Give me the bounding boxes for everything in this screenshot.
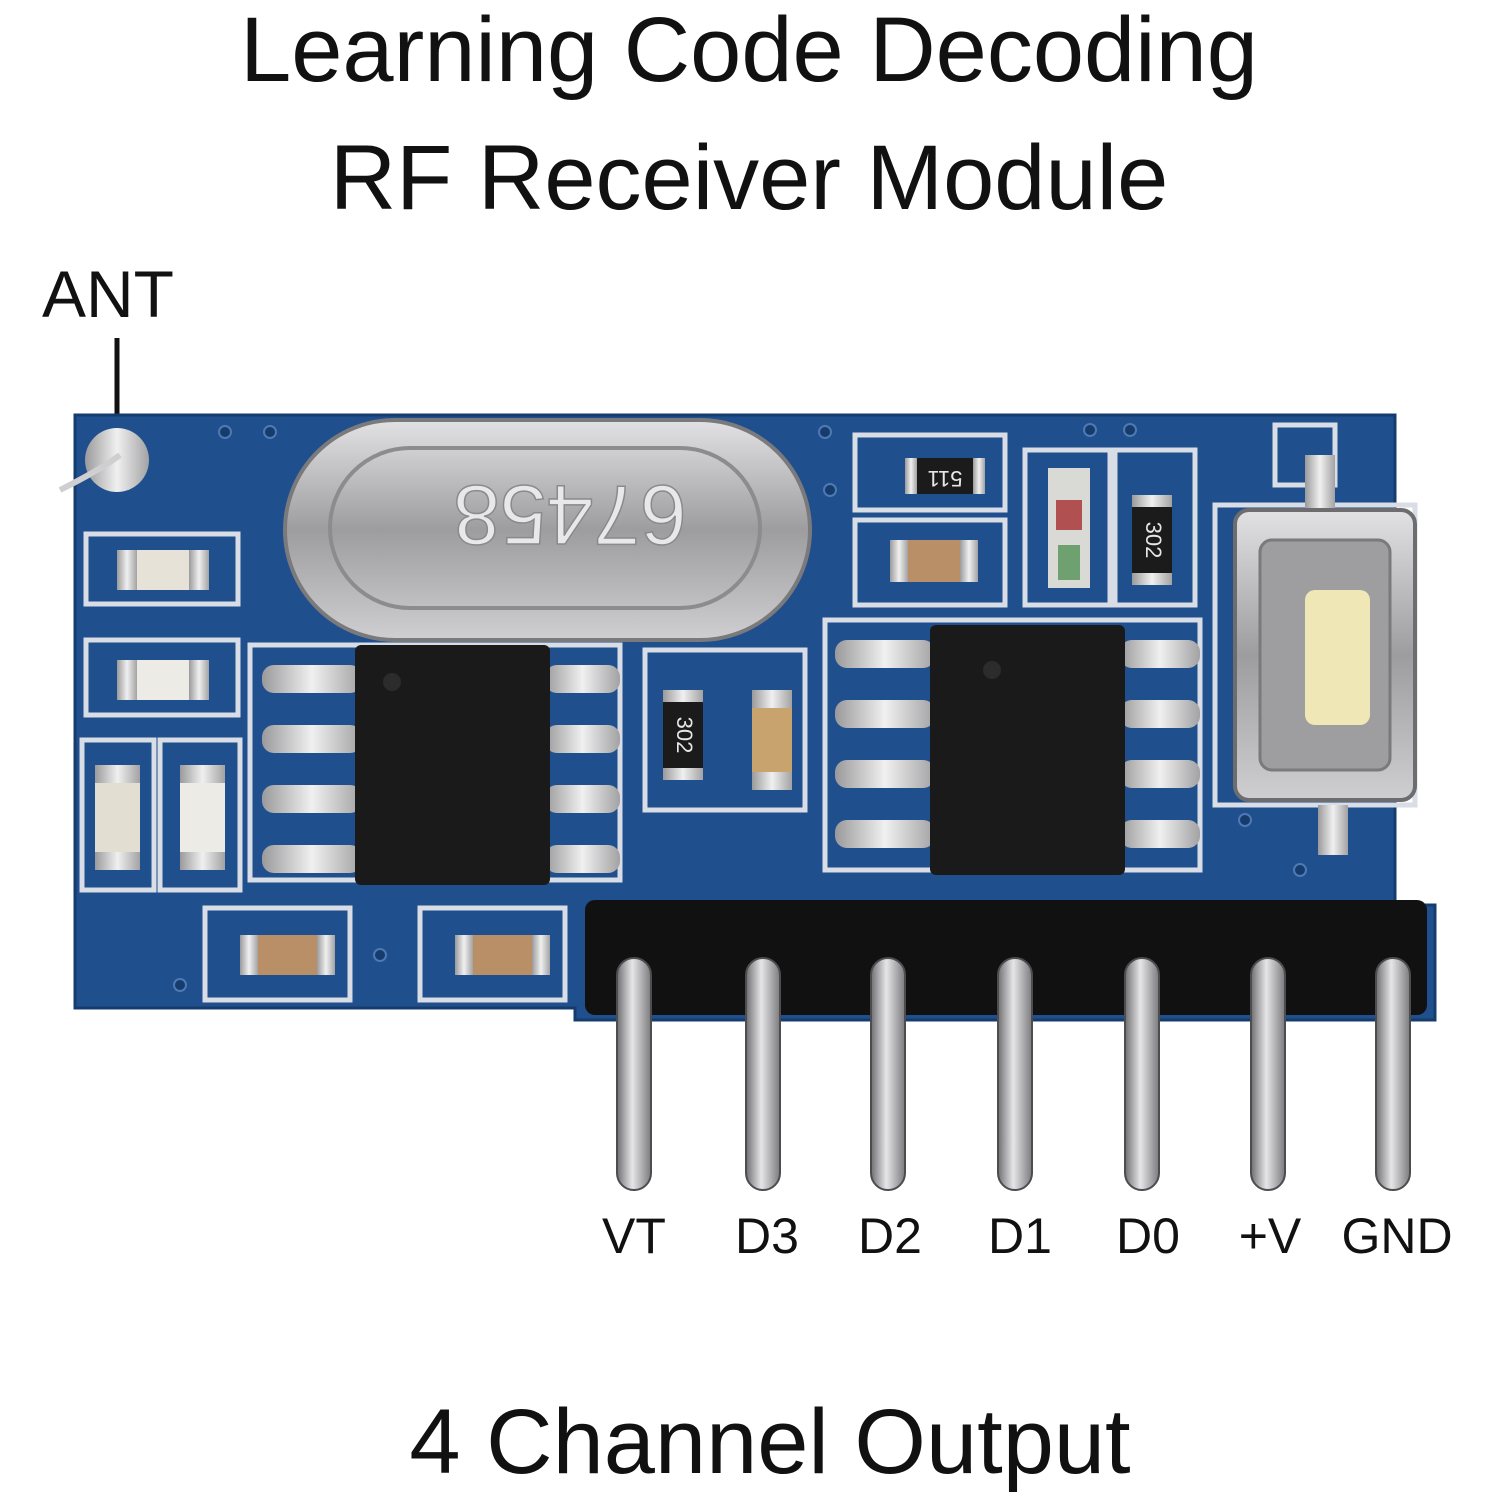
pin-label-vt: VT bbox=[602, 1208, 666, 1264]
header-pin-d0 bbox=[1124, 957, 1160, 1191]
header-pin-plus-v bbox=[1250, 957, 1286, 1191]
resistor-marking-1: 511 bbox=[927, 466, 962, 491]
pin-label-d2: D2 bbox=[858, 1208, 922, 1264]
tactile-learn-button bbox=[1233, 455, 1417, 855]
header-pin-vt bbox=[616, 957, 652, 1191]
title-line-2: RF Receiver Module bbox=[329, 127, 1169, 229]
resistor-marking-2: 302 bbox=[1141, 522, 1166, 559]
pin-label-d3: D3 bbox=[735, 1208, 799, 1264]
ic-chip-left bbox=[262, 645, 620, 885]
header-pin-d1 bbox=[997, 957, 1033, 1191]
ic-chip-right bbox=[835, 625, 1200, 875]
pin-label-d0: D0 bbox=[1116, 1208, 1180, 1264]
footer-caption: 4 Channel Output bbox=[409, 1391, 1131, 1493]
pin-header bbox=[585, 900, 1427, 1191]
header-pin-d2 bbox=[870, 957, 906, 1191]
antenna-pad bbox=[58, 428, 149, 493]
pin-label-d1: D1 bbox=[988, 1208, 1052, 1264]
header-pin-gnd bbox=[1375, 957, 1411, 1191]
pin-label-gnd: GND bbox=[1341, 1208, 1453, 1264]
pin-label-plus-v: +V bbox=[1238, 1208, 1302, 1264]
resistor-marking-3: 302 bbox=[672, 717, 697, 754]
header-pin-d3 bbox=[745, 957, 781, 1191]
smd-resistors bbox=[663, 458, 1172, 780]
antenna-label: ANT bbox=[42, 257, 174, 331]
smd-capacitors bbox=[95, 540, 978, 975]
crystal-oscillator bbox=[283, 418, 812, 642]
led-indicator bbox=[1048, 468, 1090, 588]
title-line-1: Learning Code Decoding bbox=[240, 0, 1258, 101]
crystal-marking: 67458 bbox=[453, 468, 687, 562]
